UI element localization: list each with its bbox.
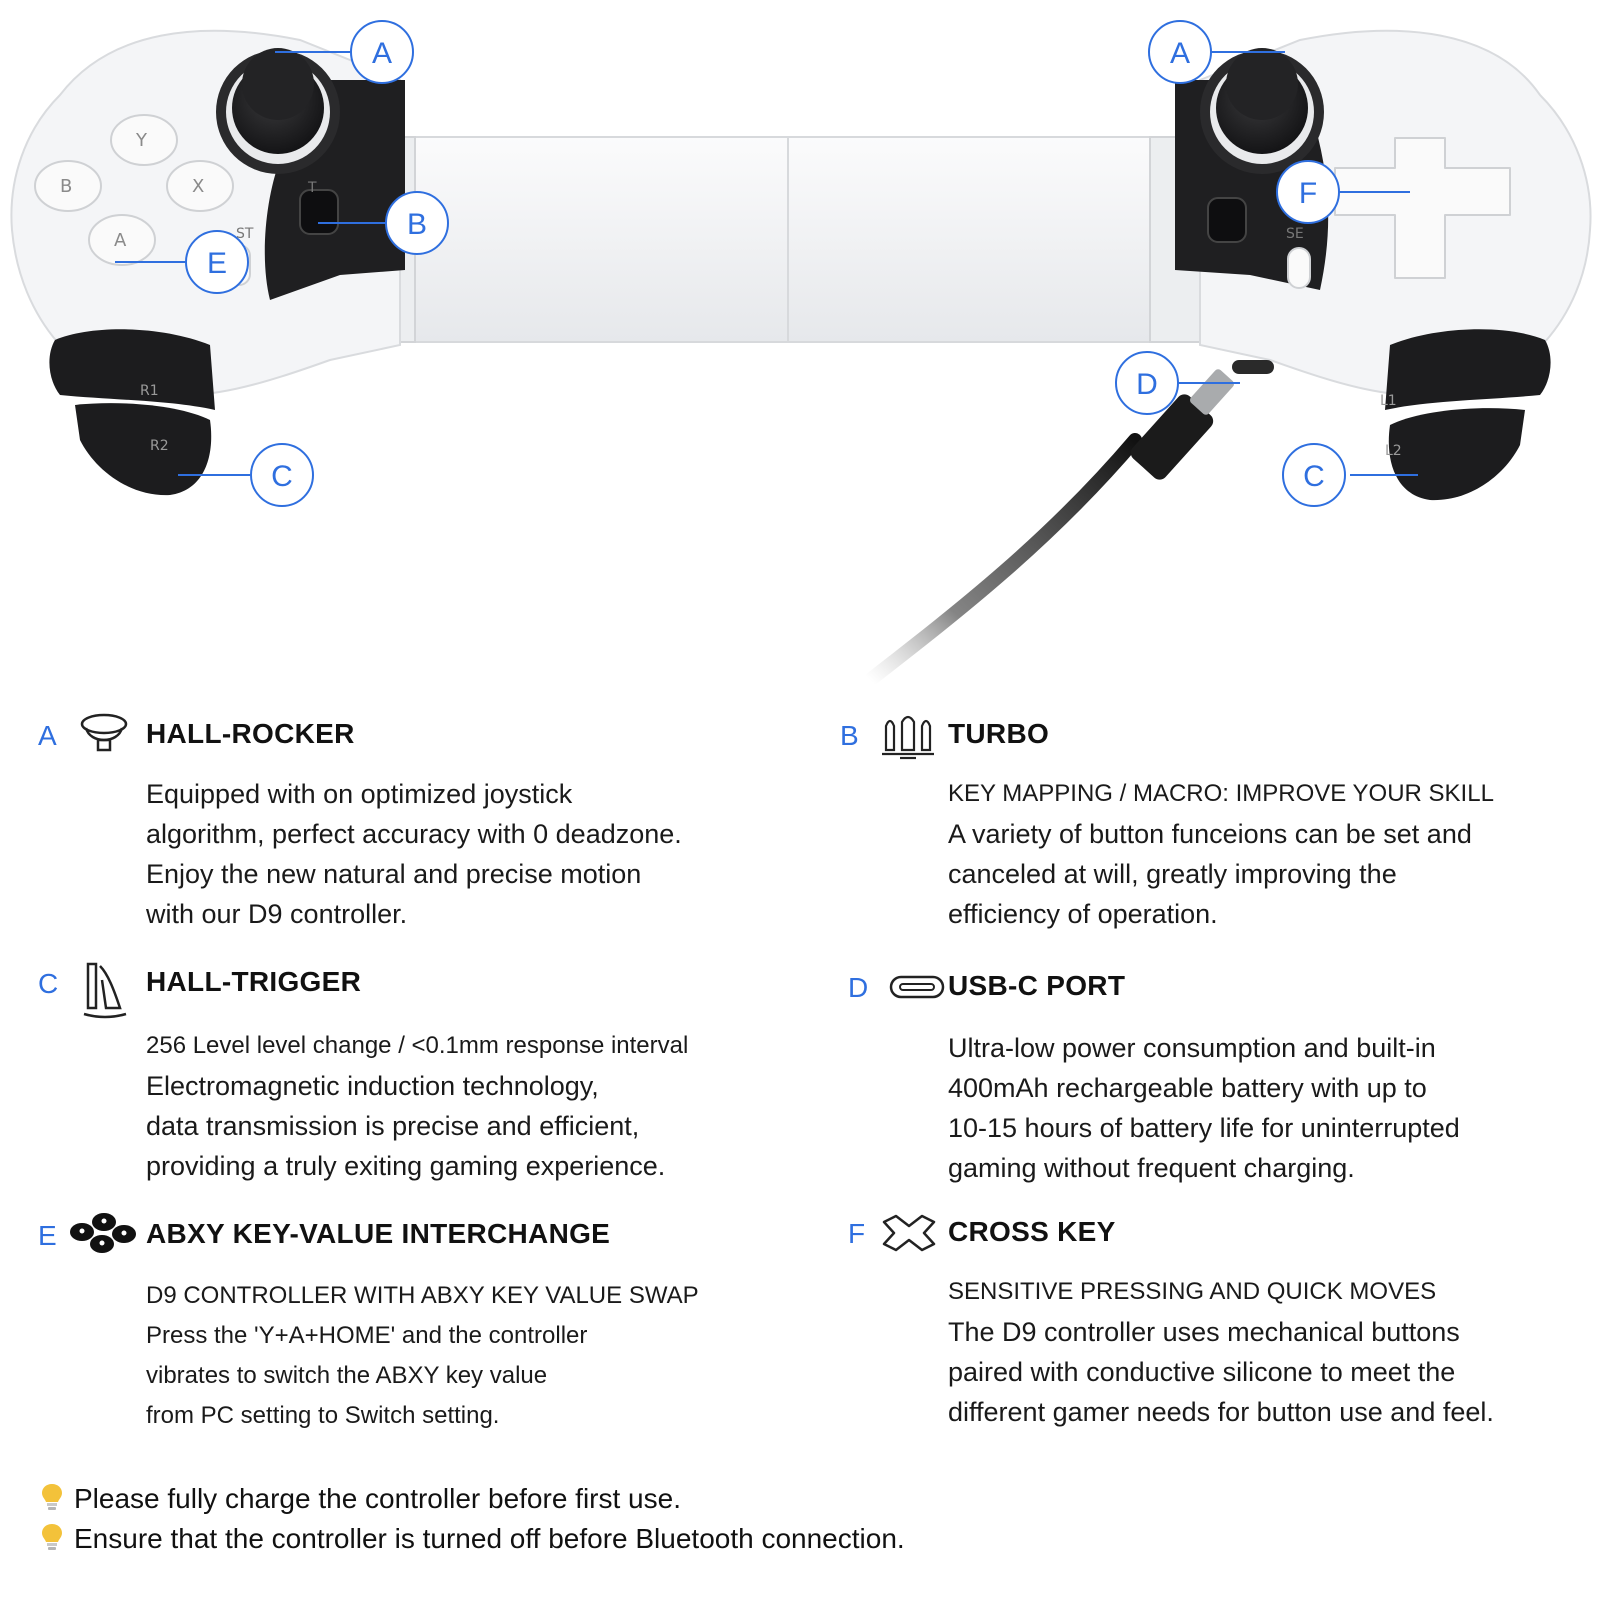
svg-text:C: C bbox=[1303, 460, 1325, 493]
svg-text:A: A bbox=[1170, 37, 1190, 70]
svg-text:R1: R1 bbox=[140, 383, 159, 399]
bridge-left bbox=[394, 136, 791, 343]
svg-text:C: C bbox=[271, 460, 293, 493]
face-buttons: B Y X A bbox=[34, 114, 234, 266]
lightbulb-icon bbox=[40, 1522, 66, 1559]
left-joystick bbox=[216, 48, 340, 174]
usb-cable bbox=[863, 433, 1142, 687]
d-pad bbox=[1334, 137, 1511, 279]
svg-text:L1: L1 bbox=[1380, 393, 1397, 409]
hall-rocker-icon bbox=[78, 712, 134, 763]
svg-text:X: X bbox=[192, 176, 204, 197]
svg-text:Y: Y bbox=[135, 130, 148, 151]
feature-title: CROSS KEY bbox=[948, 1216, 1116, 1247]
left-trigger-r2 bbox=[75, 403, 212, 496]
svg-text:B: B bbox=[407, 208, 427, 241]
tip-text: Please fully charge the controller befor… bbox=[74, 1482, 681, 1514]
select-button bbox=[1287, 247, 1311, 289]
svg-text:L2: L2 bbox=[1385, 443, 1402, 459]
callout-d bbox=[1115, 351, 1179, 415]
usb-c-port-icon bbox=[888, 972, 946, 1007]
tip-text: Ensure that the controller is turned off… bbox=[74, 1522, 905, 1554]
callout-e bbox=[185, 230, 249, 294]
tip-charge: Please fully charge the controller befor… bbox=[40, 1482, 681, 1519]
callout-c-left bbox=[250, 443, 314, 507]
abxy-buttons-icon bbox=[68, 1210, 140, 1265]
feature-letter: E bbox=[38, 1220, 57, 1251]
feature-title: ABXY KEY-VALUE INTERCHANGE bbox=[146, 1218, 611, 1249]
svg-text:A: A bbox=[372, 37, 392, 70]
callout-c-right bbox=[1282, 443, 1346, 507]
feature-letter: D bbox=[848, 972, 869, 1003]
usb-plug-housing bbox=[1130, 394, 1214, 480]
hall-trigger-icon bbox=[78, 960, 134, 1025]
svg-text:F: F bbox=[1299, 177, 1317, 210]
right-joystick bbox=[1200, 48, 1324, 174]
svg-text:E: E bbox=[207, 247, 227, 280]
usb-c-slot bbox=[1232, 360, 1274, 374]
feature-letter: F bbox=[848, 1218, 866, 1249]
feature-letter: B bbox=[840, 720, 859, 751]
left-trigger-r1 bbox=[49, 329, 215, 410]
turbo-label: T bbox=[307, 180, 317, 196]
svg-text:ST: ST bbox=[236, 226, 254, 242]
svg-text:D: D bbox=[1136, 368, 1158, 401]
callout-f bbox=[1276, 160, 1340, 224]
feature-letter: C bbox=[38, 968, 59, 999]
svg-text:A: A bbox=[114, 230, 127, 251]
callout-a-left bbox=[350, 20, 414, 84]
svg-text:B: B bbox=[60, 176, 72, 197]
callout-b bbox=[385, 191, 449, 255]
usb-plug-tip bbox=[1190, 369, 1234, 415]
tip-bluetooth: Ensure that the controller is turned off… bbox=[40, 1522, 905, 1559]
controller-diagram: T B Y X A ST SE R1 R2 L1 L2 bbox=[10, 20, 1592, 687]
turbo-icon bbox=[880, 712, 936, 767]
feature-title: TURBO bbox=[948, 718, 1050, 749]
feature-title: USB-C PORT bbox=[948, 970, 1126, 1001]
svg-text:R2: R2 bbox=[150, 438, 169, 454]
bridge-right bbox=[787, 136, 1169, 343]
feature-title: HALL-ROCKER bbox=[146, 718, 355, 749]
right-trigger-l1 bbox=[1385, 329, 1551, 410]
feature-letter: A bbox=[38, 720, 57, 751]
lightbulb-icon bbox=[40, 1482, 66, 1519]
svg-text:SE: SE bbox=[1286, 226, 1304, 242]
callout-a-right bbox=[1148, 20, 1212, 84]
right-trigger-l2 bbox=[1388, 408, 1525, 501]
feature-title: HALL-TRIGGER bbox=[146, 966, 362, 997]
cross-key-icon bbox=[880, 1212, 938, 1259]
